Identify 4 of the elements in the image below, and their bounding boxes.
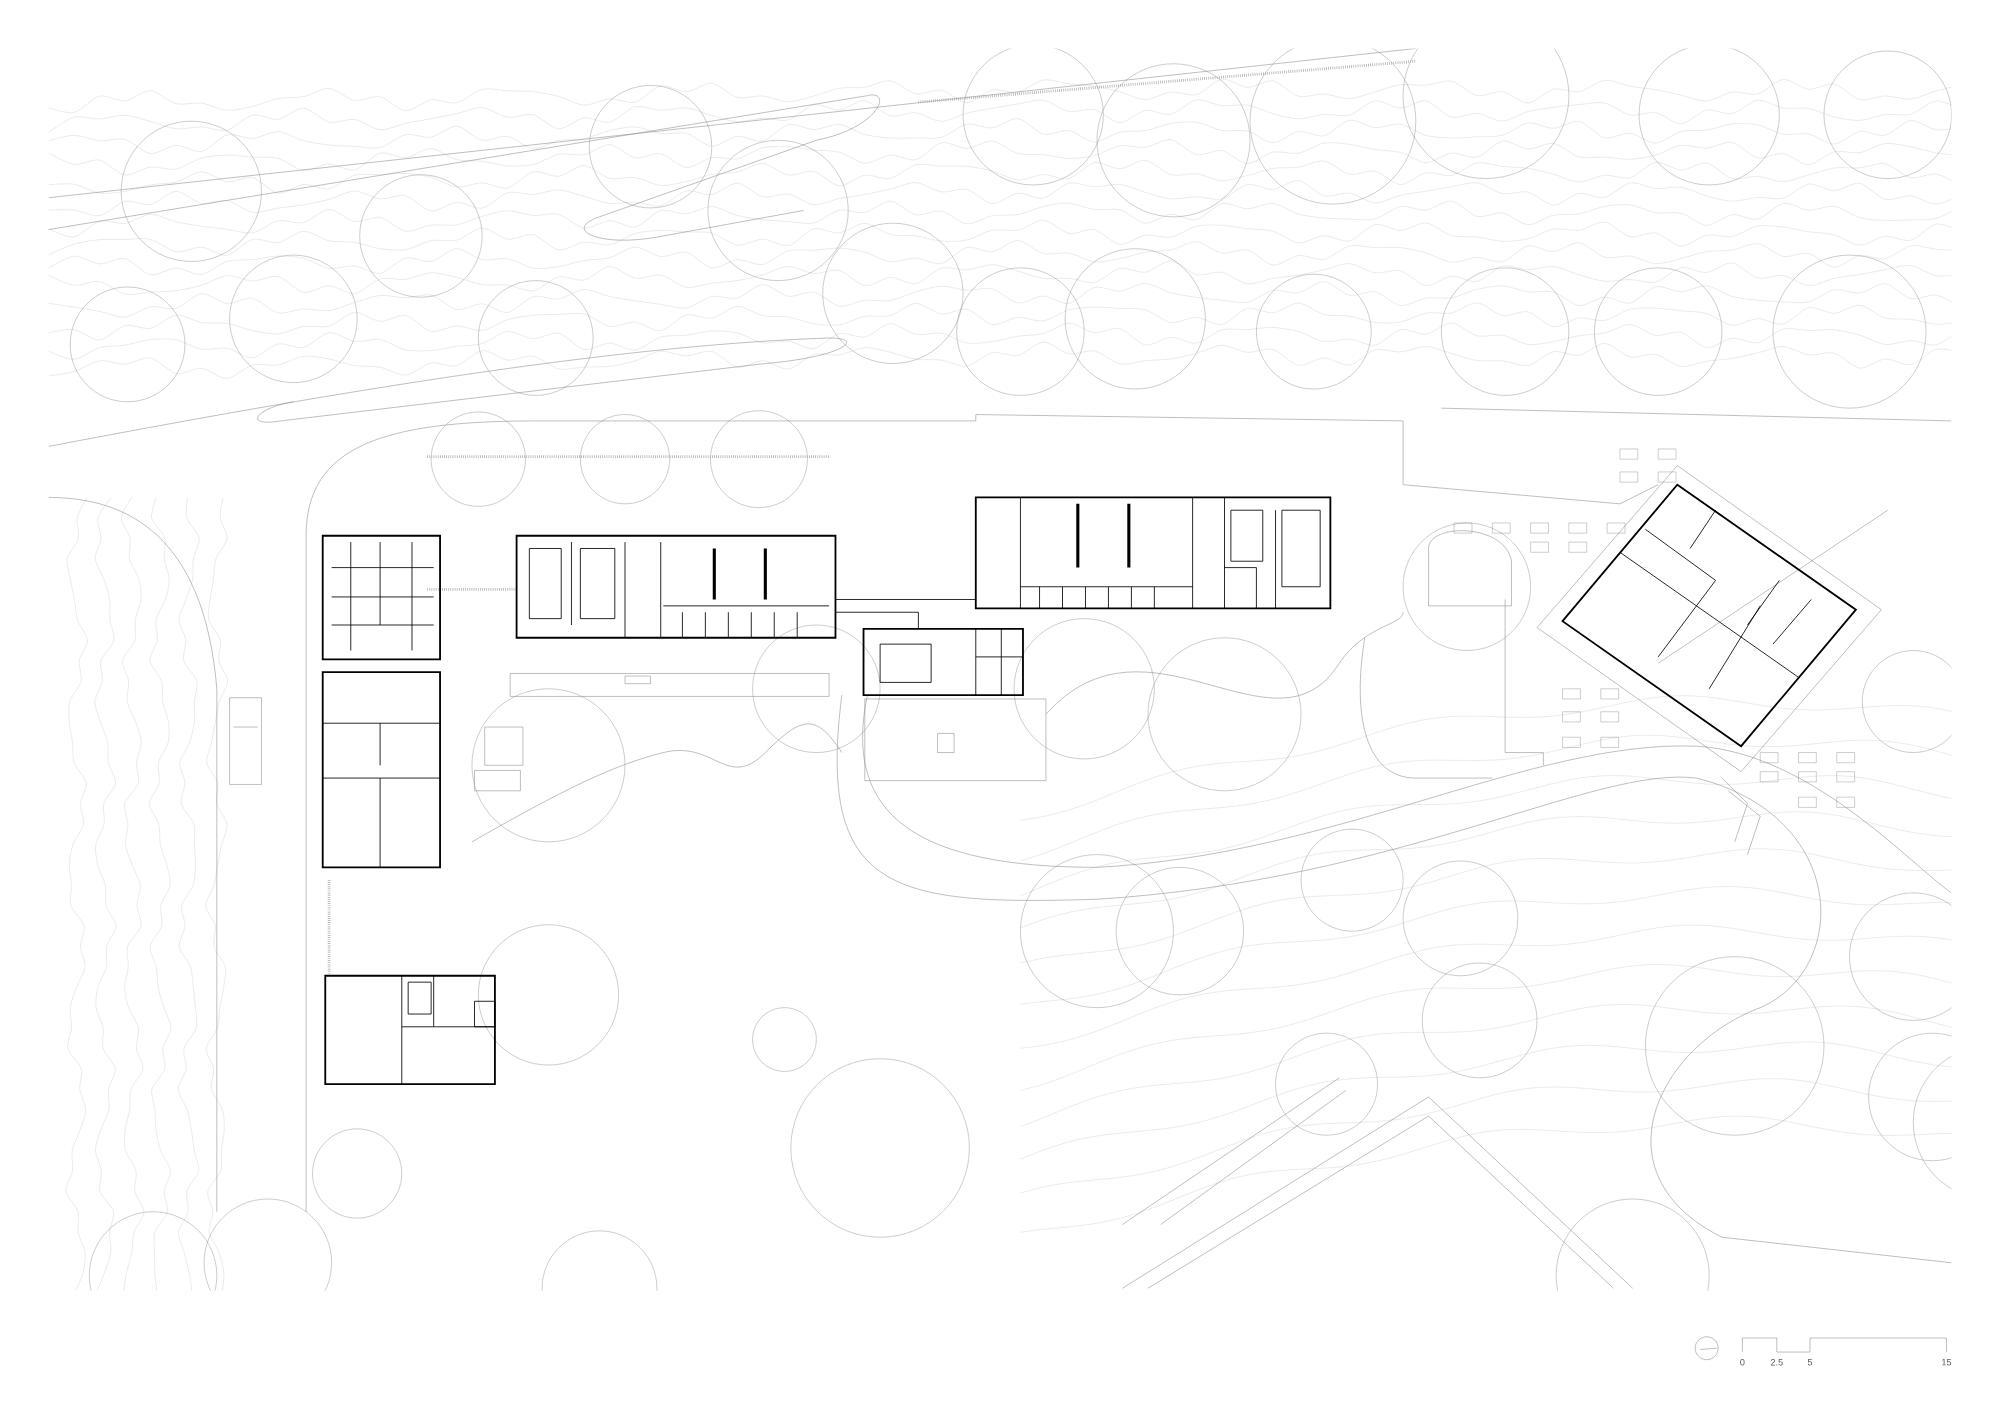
scale-label: 15 [1942, 1359, 1952, 1366]
scale-label: 5 [1807, 1359, 1813, 1366]
scale-label: 2.5 [1770, 1359, 1783, 1366]
scale-label: 0 [1740, 1359, 1745, 1366]
